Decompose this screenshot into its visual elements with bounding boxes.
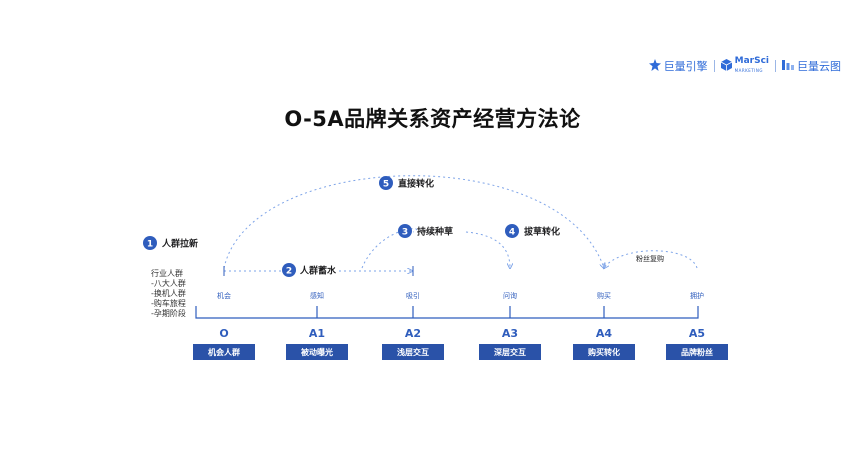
engine-star-icon (648, 58, 661, 74)
brand-logos: 巨量引擎 MarSci MARKETING 巨量云图 (648, 56, 841, 75)
tick-label-a5: 拥护 (690, 291, 704, 300)
stage-name-a2: 浅层交互 (397, 347, 429, 357)
stage-code-a1: A1 (309, 327, 325, 340)
step-2: 2 人群蓄水 (282, 263, 339, 277)
step-4-label: 拔草转化 (524, 226, 560, 238)
logo-text: MarSci (734, 56, 769, 66)
list-item: -孕期阶段 (151, 308, 186, 318)
stage-code-a3: A3 (502, 327, 518, 340)
arc-conversion (465, 231, 510, 268)
step-1-number: 1 (147, 240, 153, 250)
step-2-number: 2 (286, 267, 292, 277)
stage-code-o: O (219, 327, 228, 340)
timeline-ticks (316, 306, 605, 318)
logo-marsci: MarSci MARKETING (720, 56, 769, 75)
step-4: 4 拔草转化 (505, 224, 560, 238)
tick-label-a1: 感知 (310, 291, 324, 300)
tick-label-a4: 购买 (597, 291, 611, 300)
list-item: -换机人群 (151, 288, 186, 298)
logo-text: 巨量引擎 (663, 60, 708, 73)
yuntu-bars-icon (782, 59, 794, 74)
list-item: -购车旅程 (151, 298, 186, 308)
list-item: -八大人群 (151, 278, 186, 288)
stage-name-o: 机会人群 (208, 347, 240, 357)
tick-label-o: 机会 (217, 291, 231, 300)
stage-codes: O A1 A2 A3 A4 A5 (219, 327, 705, 340)
stage-code-a5: A5 (689, 327, 705, 340)
step-5-label: 直接转化 (398, 178, 434, 190)
step-1-label: 人群拉新 (161, 238, 198, 250)
stage-box-a5 (666, 344, 728, 360)
stage-box-a4 (573, 344, 635, 360)
stage-name-a4: 购买转化 (588, 347, 620, 357)
stage-name-a3: 深层交互 (494, 347, 526, 357)
stage-name-a5: 品牌粉丝 (681, 347, 713, 357)
stage-code-a2: A2 (405, 327, 421, 340)
stage-box-a2 (382, 344, 444, 360)
stage-tick-labels: 机会 感知 吸引 问询 购买 拥护 (217, 291, 704, 300)
step-3-label: 持续种草 (417, 226, 453, 238)
logo-divider (713, 60, 715, 72)
stage-code-a4: A4 (596, 327, 613, 340)
marsci-cube-icon (720, 58, 732, 74)
step-2-label: 人群蓄水 (299, 265, 337, 277)
stage-box-a1 (286, 344, 348, 360)
logo-juliang-engine: 巨量引擎 (648, 58, 708, 74)
logo-yuntu: 巨量云图 (782, 58, 841, 74)
industry-crowd-list: 行业人群 -八大人群 -换机人群 -购车旅程 -孕期阶段 (151, 268, 186, 318)
tick-label-a3: 问询 (503, 291, 517, 300)
step-5: 5 直接转化 (379, 176, 434, 190)
list-item: 行业人群 (151, 268, 183, 278)
stage-box-o (193, 344, 255, 360)
stage-name-a1: 被动曝光 (301, 347, 333, 357)
step-3-number: 3 (402, 228, 408, 238)
step-3: 3 持续种草 (398, 224, 453, 238)
stage-box-a3 (479, 344, 541, 360)
logo-divider (775, 60, 776, 72)
logo-subtext: MARKETING (734, 68, 763, 73)
tick-label-a2: 吸引 (406, 291, 420, 300)
timeline-bracket (195, 306, 699, 319)
page-title: O-5A品牌关系资产经营方法论 (284, 107, 581, 131)
step-4-number: 4 (509, 228, 515, 238)
step-5-number: 5 (383, 180, 389, 190)
arc-direct-conversion (223, 175, 604, 268)
step-1: 1 人群拉新 (143, 236, 198, 250)
stage-name-boxes: 机会人群 被动曝光 浅层交互 深层交互 购买转化 品牌粉丝 (193, 344, 728, 360)
logo-text: 巨量云图 (797, 60, 841, 73)
fan-repurchase-label: 粉丝复购 (636, 254, 664, 263)
